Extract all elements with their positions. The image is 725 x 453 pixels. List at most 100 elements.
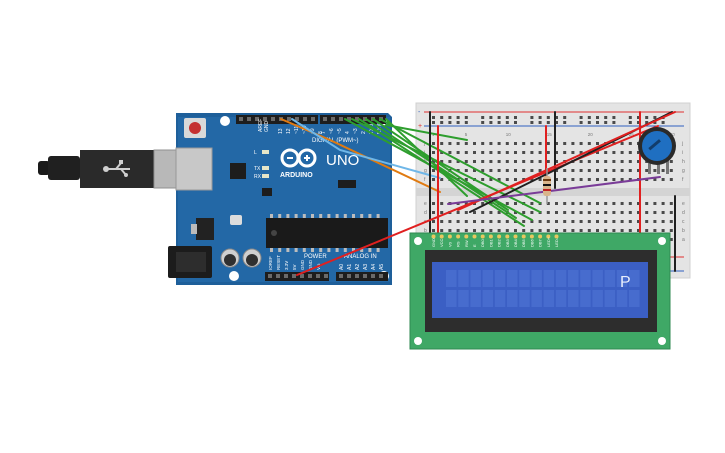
breadboard-hole[interactable] xyxy=(612,202,616,205)
breadboard-hole[interactable] xyxy=(538,142,542,145)
breadboard-hole[interactable] xyxy=(637,169,640,172)
lcd-pin[interactable] xyxy=(513,234,518,239)
breadboard-hole[interactable] xyxy=(473,151,476,154)
breadboard-hole[interactable] xyxy=(669,202,673,205)
breadboard-hole[interactable] xyxy=(620,160,624,163)
breadboard-hole[interactable] xyxy=(596,229,599,232)
breadboard-hole[interactable] xyxy=(661,169,665,172)
breadboard-hole[interactable] xyxy=(555,211,558,214)
breadboard-hole[interactable] xyxy=(489,220,493,223)
breadboard-hole[interactable] xyxy=(481,178,485,181)
breadboard-hole[interactable] xyxy=(587,142,591,145)
breadboard-hole[interactable] xyxy=(456,229,460,232)
breadboard-hole[interactable] xyxy=(546,151,550,154)
breadboard-hole[interactable] xyxy=(587,202,591,205)
breadboard-hole[interactable] xyxy=(563,121,567,124)
breadboard-hole[interactable] xyxy=(587,169,591,172)
breadboard-hole[interactable] xyxy=(505,142,509,145)
breadboard-hole[interactable] xyxy=(448,160,452,163)
header-hole[interactable] xyxy=(263,117,267,121)
breadboard-hole[interactable] xyxy=(432,178,435,181)
lcd-pin[interactable] xyxy=(464,234,469,239)
header-hole[interactable] xyxy=(324,274,328,278)
breadboard-hole[interactable] xyxy=(505,151,509,154)
breadboard-hole[interactable] xyxy=(596,121,599,124)
breadboard-hole[interactable] xyxy=(628,160,632,163)
header-hole[interactable] xyxy=(363,274,367,278)
breadboard-hole[interactable] xyxy=(464,151,468,154)
breadboard-hole[interactable] xyxy=(481,169,485,172)
breadboard-hole[interactable] xyxy=(604,169,608,172)
breadboard-hole[interactable] xyxy=(505,202,509,205)
potentiometer[interactable] xyxy=(638,127,676,174)
breadboard-hole[interactable] xyxy=(514,169,517,172)
breadboard-hole[interactable] xyxy=(563,211,567,214)
breadboard-hole[interactable] xyxy=(432,229,435,232)
breadboard-hole[interactable] xyxy=(604,116,608,119)
breadboard-hole[interactable] xyxy=(497,169,501,172)
breadboard-hole[interactable] xyxy=(538,220,542,223)
breadboard-hole[interactable] xyxy=(645,211,649,214)
breadboard-hole[interactable] xyxy=(612,160,616,163)
wire-blue[interactable] xyxy=(291,118,441,179)
breadboard-hole[interactable] xyxy=(555,151,558,154)
breadboard-hole[interactable] xyxy=(587,229,591,232)
lcd-pin[interactable] xyxy=(546,234,551,239)
breadboard-hole[interactable] xyxy=(464,160,468,163)
breadboard-hole[interactable] xyxy=(538,229,542,232)
breadboard-hole[interactable] xyxy=(571,211,575,214)
breadboard-hole[interactable] xyxy=(620,229,624,232)
breadboard-hole[interactable] xyxy=(661,121,665,124)
breadboard-hole[interactable] xyxy=(661,178,665,181)
breadboard-hole[interactable] xyxy=(440,178,444,181)
breadboard-hole[interactable] xyxy=(596,160,599,163)
breadboard-hole[interactable] xyxy=(514,142,517,145)
breadboard-hole[interactable] xyxy=(596,178,599,181)
breadboard-hole[interactable] xyxy=(530,142,534,145)
breadboard-hole[interactable] xyxy=(653,121,657,124)
header-hole[interactable] xyxy=(284,274,288,278)
breadboard-hole[interactable] xyxy=(522,220,526,223)
breadboard-hole[interactable] xyxy=(538,151,542,154)
breadboard-hole[interactable] xyxy=(464,211,468,214)
breadboard-hole[interactable] xyxy=(661,220,665,223)
breadboard-hole[interactable] xyxy=(612,220,616,223)
breadboard-hole[interactable] xyxy=(448,229,452,232)
breadboard-hole[interactable] xyxy=(514,178,517,181)
breadboard-hole[interactable] xyxy=(448,121,452,124)
breadboard-hole[interactable] xyxy=(456,211,460,214)
breadboard-hole[interactable] xyxy=(604,229,608,232)
breadboard-hole[interactable] xyxy=(497,211,501,214)
header-hole[interactable] xyxy=(239,117,243,121)
breadboard-hole[interactable] xyxy=(522,142,526,145)
breadboard-hole[interactable] xyxy=(489,160,493,163)
breadboard-hole[interactable] xyxy=(620,151,624,154)
breadboard-hole[interactable] xyxy=(620,178,624,181)
breadboard-hole[interactable] xyxy=(612,211,616,214)
breadboard-hole[interactable] xyxy=(538,178,542,181)
breadboard-hole[interactable] xyxy=(563,220,567,223)
breadboard-hole[interactable] xyxy=(456,142,460,145)
reset-button[interactable] xyxy=(184,118,206,138)
breadboard-hole[interactable] xyxy=(546,116,550,119)
lcd-pin[interactable] xyxy=(431,234,436,239)
breadboard-hole[interactable] xyxy=(432,211,435,214)
breadboard-hole[interactable] xyxy=(530,178,534,181)
breadboard-hole[interactable] xyxy=(464,220,468,223)
breadboard-hole[interactable] xyxy=(514,202,517,205)
breadboard-hole[interactable] xyxy=(530,202,534,205)
breadboard-hole[interactable] xyxy=(669,229,673,232)
header-hole[interactable] xyxy=(379,274,383,278)
breadboard-hole[interactable] xyxy=(628,121,632,124)
header-hole[interactable] xyxy=(339,274,343,278)
breadboard-hole[interactable] xyxy=(653,229,657,232)
lcd-pin[interactable] xyxy=(439,234,444,239)
breadboard-hole[interactable] xyxy=(653,220,657,223)
lcd-pin[interactable] xyxy=(554,234,559,239)
breadboard-hole[interactable] xyxy=(604,178,608,181)
header-hole[interactable] xyxy=(347,274,351,278)
breadboard-hole[interactable] xyxy=(448,142,452,145)
breadboard-hole[interactable] xyxy=(596,211,599,214)
